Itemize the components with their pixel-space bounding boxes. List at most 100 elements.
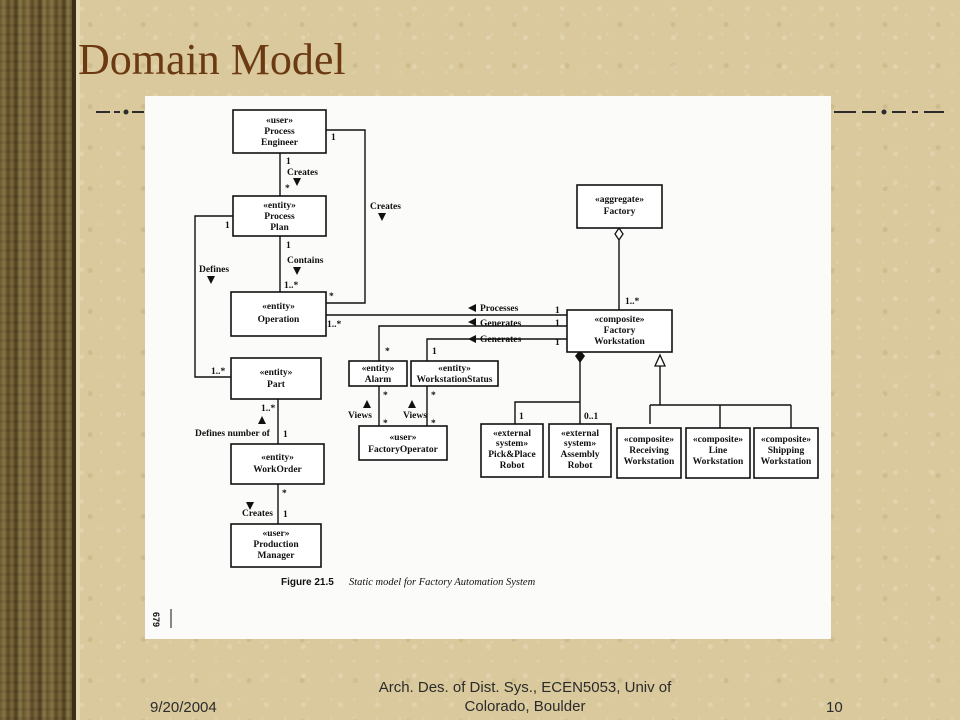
assoc-label: Creates xyxy=(370,202,401,212)
slide-title: Domain Model xyxy=(78,35,346,84)
multiplicity: 1 xyxy=(519,412,524,422)
svg-text:Workstation: Workstation xyxy=(761,457,812,467)
multiplicity: 1 xyxy=(283,430,288,440)
svg-text:FactoryOperator: FactoryOperator xyxy=(368,445,438,455)
class-line-workstation: «composite» Line Workstation xyxy=(685,427,751,479)
assoc-label: Defines number of xyxy=(195,429,271,439)
svg-text:system»: system» xyxy=(496,439,528,449)
multiplicity: 1 xyxy=(283,510,288,520)
association-adornments xyxy=(207,178,667,510)
svg-text:Process: Process xyxy=(264,127,295,137)
svg-text:«user»: «user» xyxy=(390,433,417,443)
multiplicity: 1..* xyxy=(261,404,276,414)
svg-text:«user»: «user» xyxy=(266,116,293,126)
svg-text:system»: system» xyxy=(564,439,596,449)
multiplicity: 1 xyxy=(555,306,560,316)
svg-text:Workstation: Workstation xyxy=(594,337,645,347)
svg-text:«entity»: «entity» xyxy=(263,201,296,211)
svg-text:Factory: Factory xyxy=(604,326,636,336)
assoc-label: Generates xyxy=(480,319,521,329)
svg-text:«entity»: «entity» xyxy=(262,302,295,312)
svg-text:Alarm: Alarm xyxy=(365,375,391,385)
svg-text:«user»: «user» xyxy=(263,529,290,539)
class-process-plan: «entity» Process Plan xyxy=(232,195,327,237)
class-workstation-status: «entity» WorkstationStatus xyxy=(410,360,499,387)
title-rule-right xyxy=(834,109,944,115)
multiplicity: * xyxy=(431,419,436,429)
svg-text:«entity»: «entity» xyxy=(260,368,293,378)
footer-page-number: 10 xyxy=(826,699,843,716)
class-assembly-robot: «external system» Assembly Robot xyxy=(548,423,612,478)
multiplicity: * xyxy=(329,292,334,302)
svg-text:«composite»: «composite» xyxy=(693,435,743,445)
multiplicity: 1 xyxy=(225,221,230,231)
multiplicity: 1 xyxy=(432,347,437,357)
class-receiving-workstation: «composite» Receiving Workstation xyxy=(616,427,682,479)
svg-text:Process: Process xyxy=(264,212,295,222)
svg-text:Engineer: Engineer xyxy=(261,138,299,148)
multiplicity: * xyxy=(383,419,388,429)
footer-date: 9/20/2004 xyxy=(150,699,217,716)
class-pick-place-robot: «external system» Pick&Place Robot xyxy=(480,423,544,478)
svg-text:«external: «external xyxy=(493,429,531,439)
footer-course: Arch. Des. of Dist. Sys., ECEN5053, Univ… xyxy=(378,679,672,715)
assoc-label: Creates xyxy=(242,509,273,519)
figure-caption-label: Figure 21.5 xyxy=(281,577,334,588)
class-shipping-workstation: «composite» Shipping Workstation xyxy=(753,427,819,479)
uml-figure: Creates Creates Contains Defines Process… xyxy=(145,96,831,639)
svg-text:Receiving: Receiving xyxy=(629,446,669,456)
svg-text:Line: Line xyxy=(709,446,727,456)
svg-text:WorkOrder: WorkOrder xyxy=(253,465,302,475)
generalization-triangle xyxy=(653,353,667,367)
assoc-label: Contains xyxy=(287,256,324,266)
class-factory-operator: «user» FactoryOperator xyxy=(358,425,448,461)
class-factory-workstation: «composite» Factory Workstation xyxy=(566,309,673,353)
svg-text:«entity»: «entity» xyxy=(261,453,294,463)
association-lines xyxy=(194,129,792,524)
svg-text:WorkstationStatus: WorkstationStatus xyxy=(416,375,492,385)
svg-text:Robot: Robot xyxy=(568,461,594,471)
svg-text:Operation: Operation xyxy=(258,315,300,325)
assoc-label: Generates xyxy=(480,335,521,345)
class-process-engineer: «user» Process Engineer xyxy=(232,109,327,154)
figure-caption-text: Static model for Factory Automation Syst… xyxy=(349,577,536,588)
multiplicity: 1 xyxy=(331,133,336,143)
svg-text:«composite»: «composite» xyxy=(594,315,644,325)
title-rule-left xyxy=(96,109,144,115)
svg-text:«aggregate»: «aggregate» xyxy=(595,195,644,205)
multiplicity: * xyxy=(431,391,436,401)
class-operation: «entity» Operation xyxy=(230,291,327,337)
multiplicity: * xyxy=(385,347,390,357)
class-part: «entity» Part xyxy=(230,357,322,400)
multiplicity: * xyxy=(282,489,287,499)
association-labels: Creates Creates Contains Defines Process… xyxy=(195,168,521,519)
composition-diamond xyxy=(575,350,585,363)
class-production-manager: «user» Production Manager xyxy=(230,523,322,568)
multiplicity: 1 xyxy=(286,157,291,167)
svg-text:Factory: Factory xyxy=(604,207,636,217)
assoc-label: Creates xyxy=(287,168,318,178)
svg-text:Production: Production xyxy=(253,540,299,550)
multiplicity: 1 xyxy=(286,241,291,251)
multiplicity: 1..* xyxy=(327,320,342,330)
book-page-number: 679 xyxy=(151,612,161,627)
svg-text:Robot: Robot xyxy=(500,461,526,471)
class-factory: «aggregate» Factory xyxy=(576,184,663,229)
svg-text:Part: Part xyxy=(267,380,286,390)
decorative-sidebar xyxy=(0,0,76,720)
svg-text:Assembly: Assembly xyxy=(560,450,599,460)
svg-text:«entity»: «entity» xyxy=(438,364,471,374)
assoc-label: Defines xyxy=(199,265,229,275)
multiplicity: 1..* xyxy=(211,367,226,377)
multiplicity: * xyxy=(285,184,290,194)
multiplicities: 1 * 1 * 1 1..* 1 1..* 1 1..* 1 * 1 1 1..… xyxy=(211,133,640,520)
multiplicity: * xyxy=(383,391,388,401)
class-work-order: «entity» WorkOrder xyxy=(230,443,325,485)
svg-text:Workstation: Workstation xyxy=(624,457,675,467)
multiplicity: 1..* xyxy=(284,281,299,291)
svg-text:Plan: Plan xyxy=(270,223,289,233)
svg-text:Workstation: Workstation xyxy=(693,457,744,467)
assoc-label: Views xyxy=(403,411,427,421)
aggregation-diamond xyxy=(614,226,624,242)
multiplicity: 0..1 xyxy=(584,412,599,422)
